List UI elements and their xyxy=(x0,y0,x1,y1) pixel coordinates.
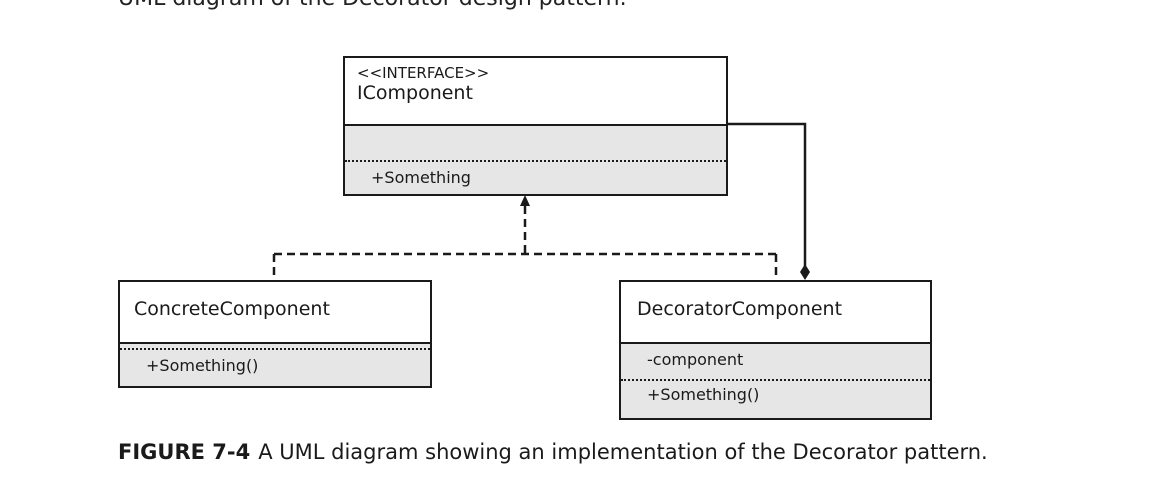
decorator-component-operation: +Something() xyxy=(647,385,760,404)
interface-operations-section: +Something xyxy=(345,160,726,187)
concrete-component-class-box: ConcreteComponent +Something() xyxy=(118,280,432,388)
decorator-component-class-box: DecoratorComponent -component +Something… xyxy=(619,280,932,420)
interface-class-name: IComponent xyxy=(357,82,473,104)
decorator-component-operations-section: +Something() xyxy=(621,379,930,404)
interface-class-header: <<INTERFACE>> IComponent xyxy=(345,58,726,126)
figure-label: FIGURE 7-4 xyxy=(118,440,251,464)
figure-caption: FIGURE 7-4 A UML diagram showing an imple… xyxy=(118,440,988,464)
realization-arrowhead xyxy=(520,195,530,206)
concrete-component-header: ConcreteComponent xyxy=(120,282,430,344)
interface-stereotype: <<INTERFACE>> xyxy=(357,64,490,82)
decorator-component-class-name: DecoratorComponent xyxy=(637,298,843,320)
intro-text: UML diagram of the Decorator design patt… xyxy=(118,0,627,11)
interface-attributes-section xyxy=(345,126,726,160)
concrete-component-class-name: ConcreteComponent xyxy=(134,298,330,320)
interface-operation: +Something xyxy=(371,168,471,187)
decorator-component-attributes-section: -component xyxy=(621,344,930,379)
concrete-component-operation: +Something() xyxy=(146,356,259,375)
decorator-component-attribute: -component xyxy=(647,350,744,369)
figure-caption-text: A UML diagram showing an implementation … xyxy=(258,440,988,464)
aggregation-line xyxy=(726,122,807,266)
decorator-component-header: DecoratorComponent xyxy=(621,282,930,344)
aggregation-diamond xyxy=(800,264,810,280)
concrete-component-operations-section: +Something() xyxy=(120,348,430,375)
realization-lines xyxy=(272,206,778,281)
interface-class-box: <<INTERFACE>> IComponent +Something xyxy=(343,56,728,196)
